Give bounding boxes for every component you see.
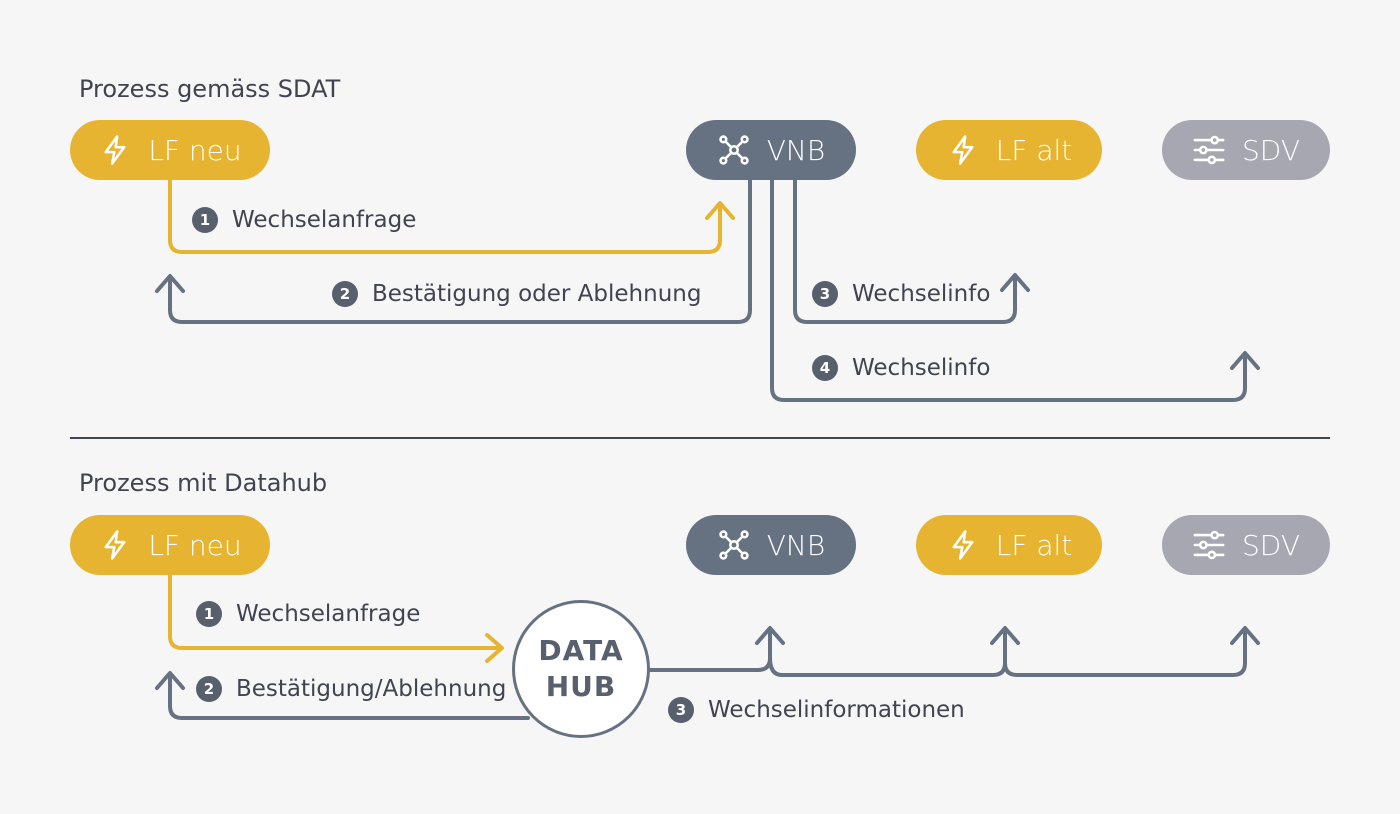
step-text: Wechselinfo xyxy=(852,281,991,307)
arrow-sdat-1 xyxy=(168,178,722,254)
step-number-badge: 3 xyxy=(812,281,838,307)
lightning-icon xyxy=(952,135,974,165)
step-text: Wechselinfo xyxy=(852,355,991,381)
actor-lf-neu: LF neu xyxy=(70,515,270,575)
actor-label: LF alt xyxy=(995,133,1073,167)
lightning-icon xyxy=(104,530,126,560)
step-label-sdat-1: 1 Wechselanfrage xyxy=(192,204,416,236)
arrow-sdat-2 xyxy=(168,178,752,324)
datahub-node: DATA HUB xyxy=(512,600,650,738)
step-number-badge: 1 xyxy=(196,601,222,627)
arrowhead-hub-3a xyxy=(755,626,785,645)
actor-label: LF neu xyxy=(148,133,242,167)
arrowhead-hub-3b xyxy=(990,626,1020,645)
actor-label: VNB xyxy=(766,133,826,167)
step-text: Bestätigung oder Ablehnung xyxy=(372,281,702,307)
step-text: Bestätigung/Ablehnung xyxy=(236,676,507,702)
step-number-badge: 2 xyxy=(196,676,222,702)
network-icon xyxy=(719,530,749,560)
arrow-hub-3 xyxy=(648,628,772,672)
actor-label: VNB xyxy=(766,528,826,562)
arrow-hub-1 xyxy=(168,573,502,650)
arrowhead-hub-3c xyxy=(1230,626,1260,645)
sliders-icon xyxy=(1193,530,1225,560)
actor-label: LF neu xyxy=(148,528,242,562)
step-text: Wechselinformationen xyxy=(708,697,965,723)
actor-lf-alt: LF alt xyxy=(916,120,1102,180)
step-text: Wechselanfrage xyxy=(232,207,417,233)
actor-vnb: VNB xyxy=(686,515,856,575)
step-number-badge: 4 xyxy=(812,355,838,381)
datahub-line1: DATA xyxy=(538,634,624,667)
actor-sdv: SDV xyxy=(1162,120,1330,180)
actor-vnb: VNB xyxy=(686,120,856,180)
actor-lf-neu: LF neu xyxy=(70,120,270,180)
arrowhead-sdat-2 xyxy=(155,274,185,293)
arrowhead-hub-2 xyxy=(155,671,185,690)
actor-label: SDV xyxy=(1242,528,1300,562)
step-label-hub-2: 2 Bestätigung/Ablehnung xyxy=(196,673,506,705)
section-divider xyxy=(70,437,1330,439)
section-title-sdat: Prozess gemäss SDAT xyxy=(79,75,341,103)
arrowhead-sdat-3 xyxy=(1000,273,1030,292)
network-icon xyxy=(719,135,749,165)
step-label-sdat-4: 4 Wechselinfo xyxy=(812,352,990,384)
actor-lf-alt: LF alt xyxy=(916,515,1102,575)
arrow-sdat-4 xyxy=(770,178,1247,402)
step-label-hub-1: 1 Wechselanfrage xyxy=(196,598,420,630)
arrowhead-sdat-1 xyxy=(705,201,735,220)
sliders-icon xyxy=(1193,135,1225,165)
step-number-badge: 2 xyxy=(332,281,358,307)
arrow-sdat-3 xyxy=(793,178,1017,324)
arrow-hub-2 xyxy=(168,673,530,720)
actor-label: LF alt xyxy=(995,528,1073,562)
step-number-badge: 1 xyxy=(192,207,218,233)
actor-sdv: SDV xyxy=(1162,515,1330,575)
lightning-icon xyxy=(952,530,974,560)
datahub-line2: HUB xyxy=(545,670,617,703)
lightning-icon xyxy=(104,135,126,165)
step-label-sdat-2: 2 Bestätigung oder Ablehnung xyxy=(332,278,701,310)
step-label-hub-3: 3 Wechselinformationen xyxy=(668,694,965,726)
arrowhead-sdat-4 xyxy=(1230,351,1260,370)
arrowhead-hub-1 xyxy=(485,633,504,663)
step-text: Wechselanfrage xyxy=(236,601,421,627)
section-title-datahub: Prozess mit Datahub xyxy=(79,469,328,497)
step-label-sdat-3: 3 Wechselinfo xyxy=(812,278,990,310)
actor-label: SDV xyxy=(1242,133,1300,167)
step-number-badge: 3 xyxy=(668,697,694,723)
